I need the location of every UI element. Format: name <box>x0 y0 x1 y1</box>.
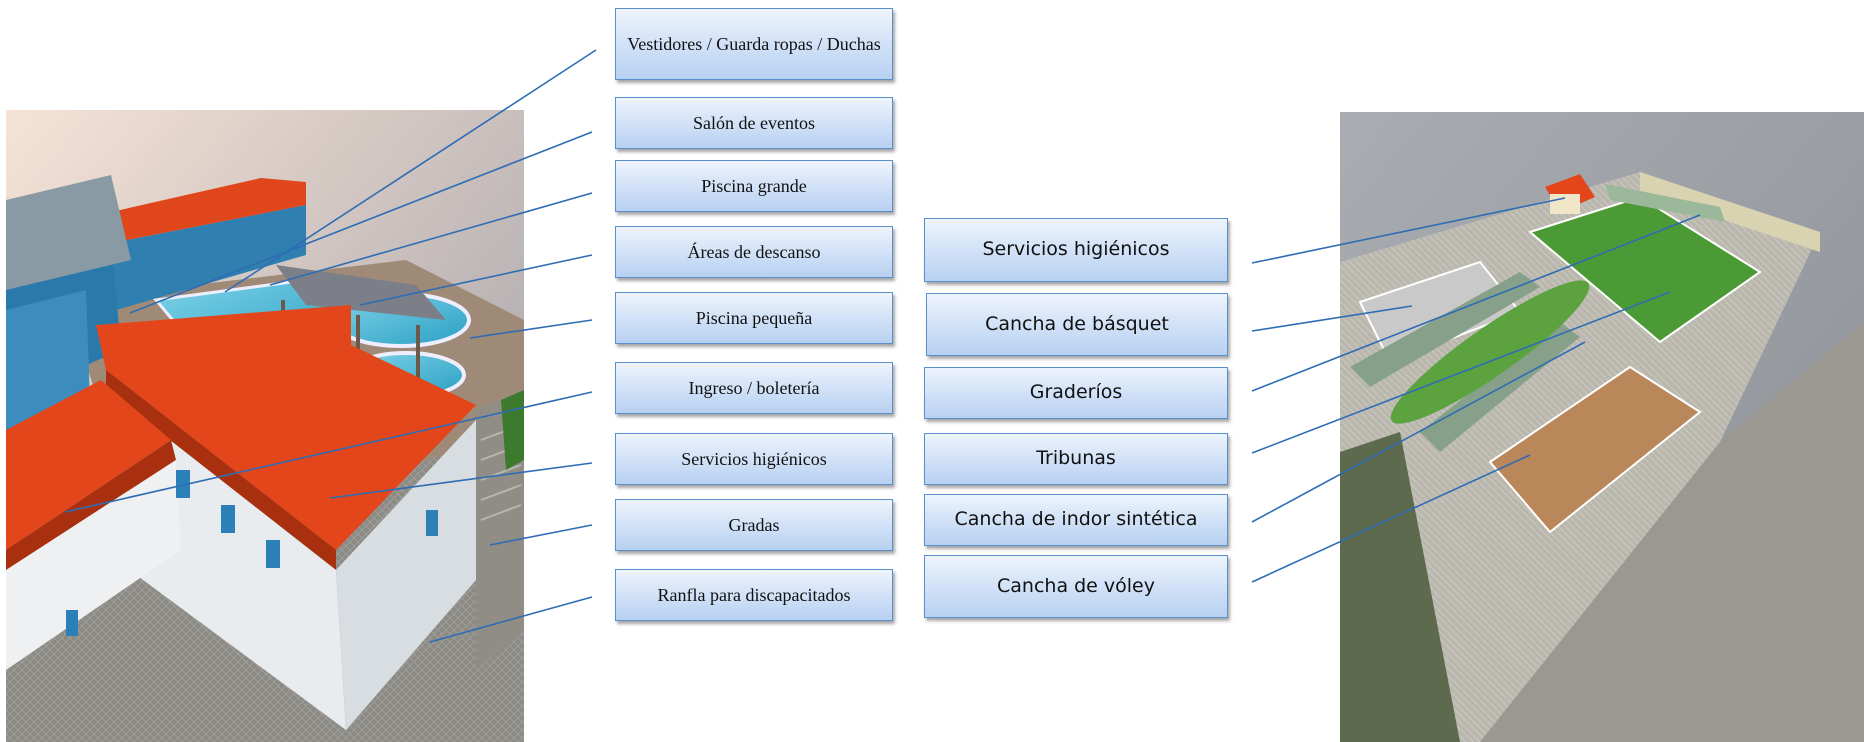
sports-complex-render <box>1340 112 1864 742</box>
label-areas-descanso: Áreas de descanso <box>615 226 893 278</box>
label-servicios-higienicos-right: Servicios higiénicos <box>924 218 1228 282</box>
label-cancha-indor: Cancha de indor sintética <box>924 494 1228 546</box>
label-salon-eventos: Salón de eventos <box>615 97 893 149</box>
label-graderios: Graderíos <box>924 367 1228 419</box>
label-servicios-higienicos-left: Servicios higiénicos <box>615 433 893 485</box>
label-tribunas: Tribunas <box>924 433 1228 485</box>
label-piscina-pequena: Piscina pequeña <box>615 292 893 344</box>
label-ranfla: Ranfla para discapacitados <box>615 569 893 621</box>
label-gradas: Gradas <box>615 499 893 551</box>
label-cancha-basquet: Cancha de básquet <box>926 293 1228 356</box>
pool-complex-render <box>6 110 524 742</box>
label-cancha-voley: Cancha de vóley <box>924 555 1228 618</box>
label-ingreso-boleteria: Ingreso / boletería <box>615 362 893 414</box>
label-piscina-grande: Piscina grande <box>615 160 893 212</box>
label-vestidores: Vestidores / Guarda ropas / Duchas <box>615 8 893 80</box>
